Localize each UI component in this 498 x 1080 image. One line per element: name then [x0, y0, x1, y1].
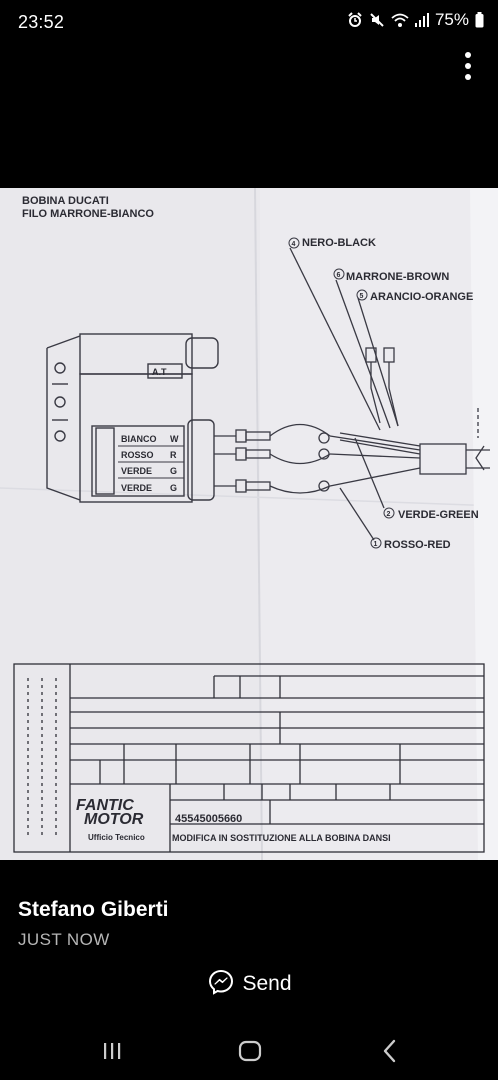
home-button[interactable] — [230, 1034, 270, 1068]
battery-icon — [475, 12, 484, 28]
recent-apps-button[interactable] — [92, 1034, 132, 1068]
coil-row-2-name: ROSSO — [121, 450, 154, 460]
coil-row-2-code: R — [170, 450, 177, 460]
label-nero-black: NERO-BLACK — [302, 237, 376, 249]
label-at: A.T — [152, 367, 167, 377]
post-timestamp: JUST NOW — [18, 930, 110, 949]
back-icon — [383, 1039, 396, 1063]
coil-row-4-code: G — [170, 483, 177, 493]
signal-icon — [414, 12, 429, 28]
label-verde-green: VERDE-GREEN — [398, 509, 479, 521]
navigation-bar — [0, 1020, 498, 1080]
part-number: 45545005660 — [175, 813, 242, 825]
doc-heading-line1: BOBINA DUCATI — [22, 195, 109, 207]
num-nero: 4 — [292, 241, 296, 248]
battery-level: 75% — [434, 10, 469, 29]
num-marrone: 6 — [337, 272, 341, 279]
home-icon — [238, 1040, 262, 1062]
status-bar: 23:52 75% — [0, 0, 498, 46]
status-icons: 75% — [347, 10, 484, 30]
office-label: Ufficio Tecnico — [88, 833, 145, 842]
label-marrone-brown: MARRONE-BROWN — [346, 271, 449, 283]
status-time: 23:52 — [18, 12, 65, 32]
recents-icon — [104, 1043, 121, 1059]
num-arancio: 5 — [360, 293, 364, 300]
coil-row-3-code: G — [170, 466, 177, 476]
wifi-icon — [391, 12, 409, 28]
alarm-icon — [347, 12, 363, 28]
more-options-button[interactable] — [460, 52, 476, 86]
label-arancio-orange: ARANCIO-ORANGE — [370, 291, 473, 303]
num-verde: 2 — [387, 511, 391, 518]
send-button[interactable]: Send — [200, 966, 300, 1002]
send-label: Send — [242, 972, 292, 995]
mute-icon — [369, 12, 385, 28]
logo-motor: MOTOR — [84, 811, 144, 828]
modification-note: MODIFICA IN SOSTITUZIONE ALLA BOBINA DAN… — [172, 833, 391, 843]
coil-row-1-code: W — [170, 434, 179, 444]
doc-heading-line2: FILO MARRONE-BIANCO — [22, 208, 154, 220]
coil-row-4-name: VERDE — [121, 483, 152, 493]
wiring-diagram-photo: BOBINA DUCATI FILO MARRONE-BIANCO A.T BI… — [0, 188, 498, 860]
back-button[interactable] — [370, 1034, 410, 1068]
coil-row-1-name: BIANCO — [121, 434, 157, 444]
logo-fantic: FANTIC — [76, 797, 134, 814]
coil-row-3-name: VERDE — [121, 466, 152, 476]
author-name[interactable]: Stefano Giberti — [18, 898, 169, 921]
label-rosso-red: ROSSO-RED — [384, 539, 451, 551]
messenger-icon — [208, 969, 234, 1000]
num-rosso: 1 — [374, 541, 378, 548]
